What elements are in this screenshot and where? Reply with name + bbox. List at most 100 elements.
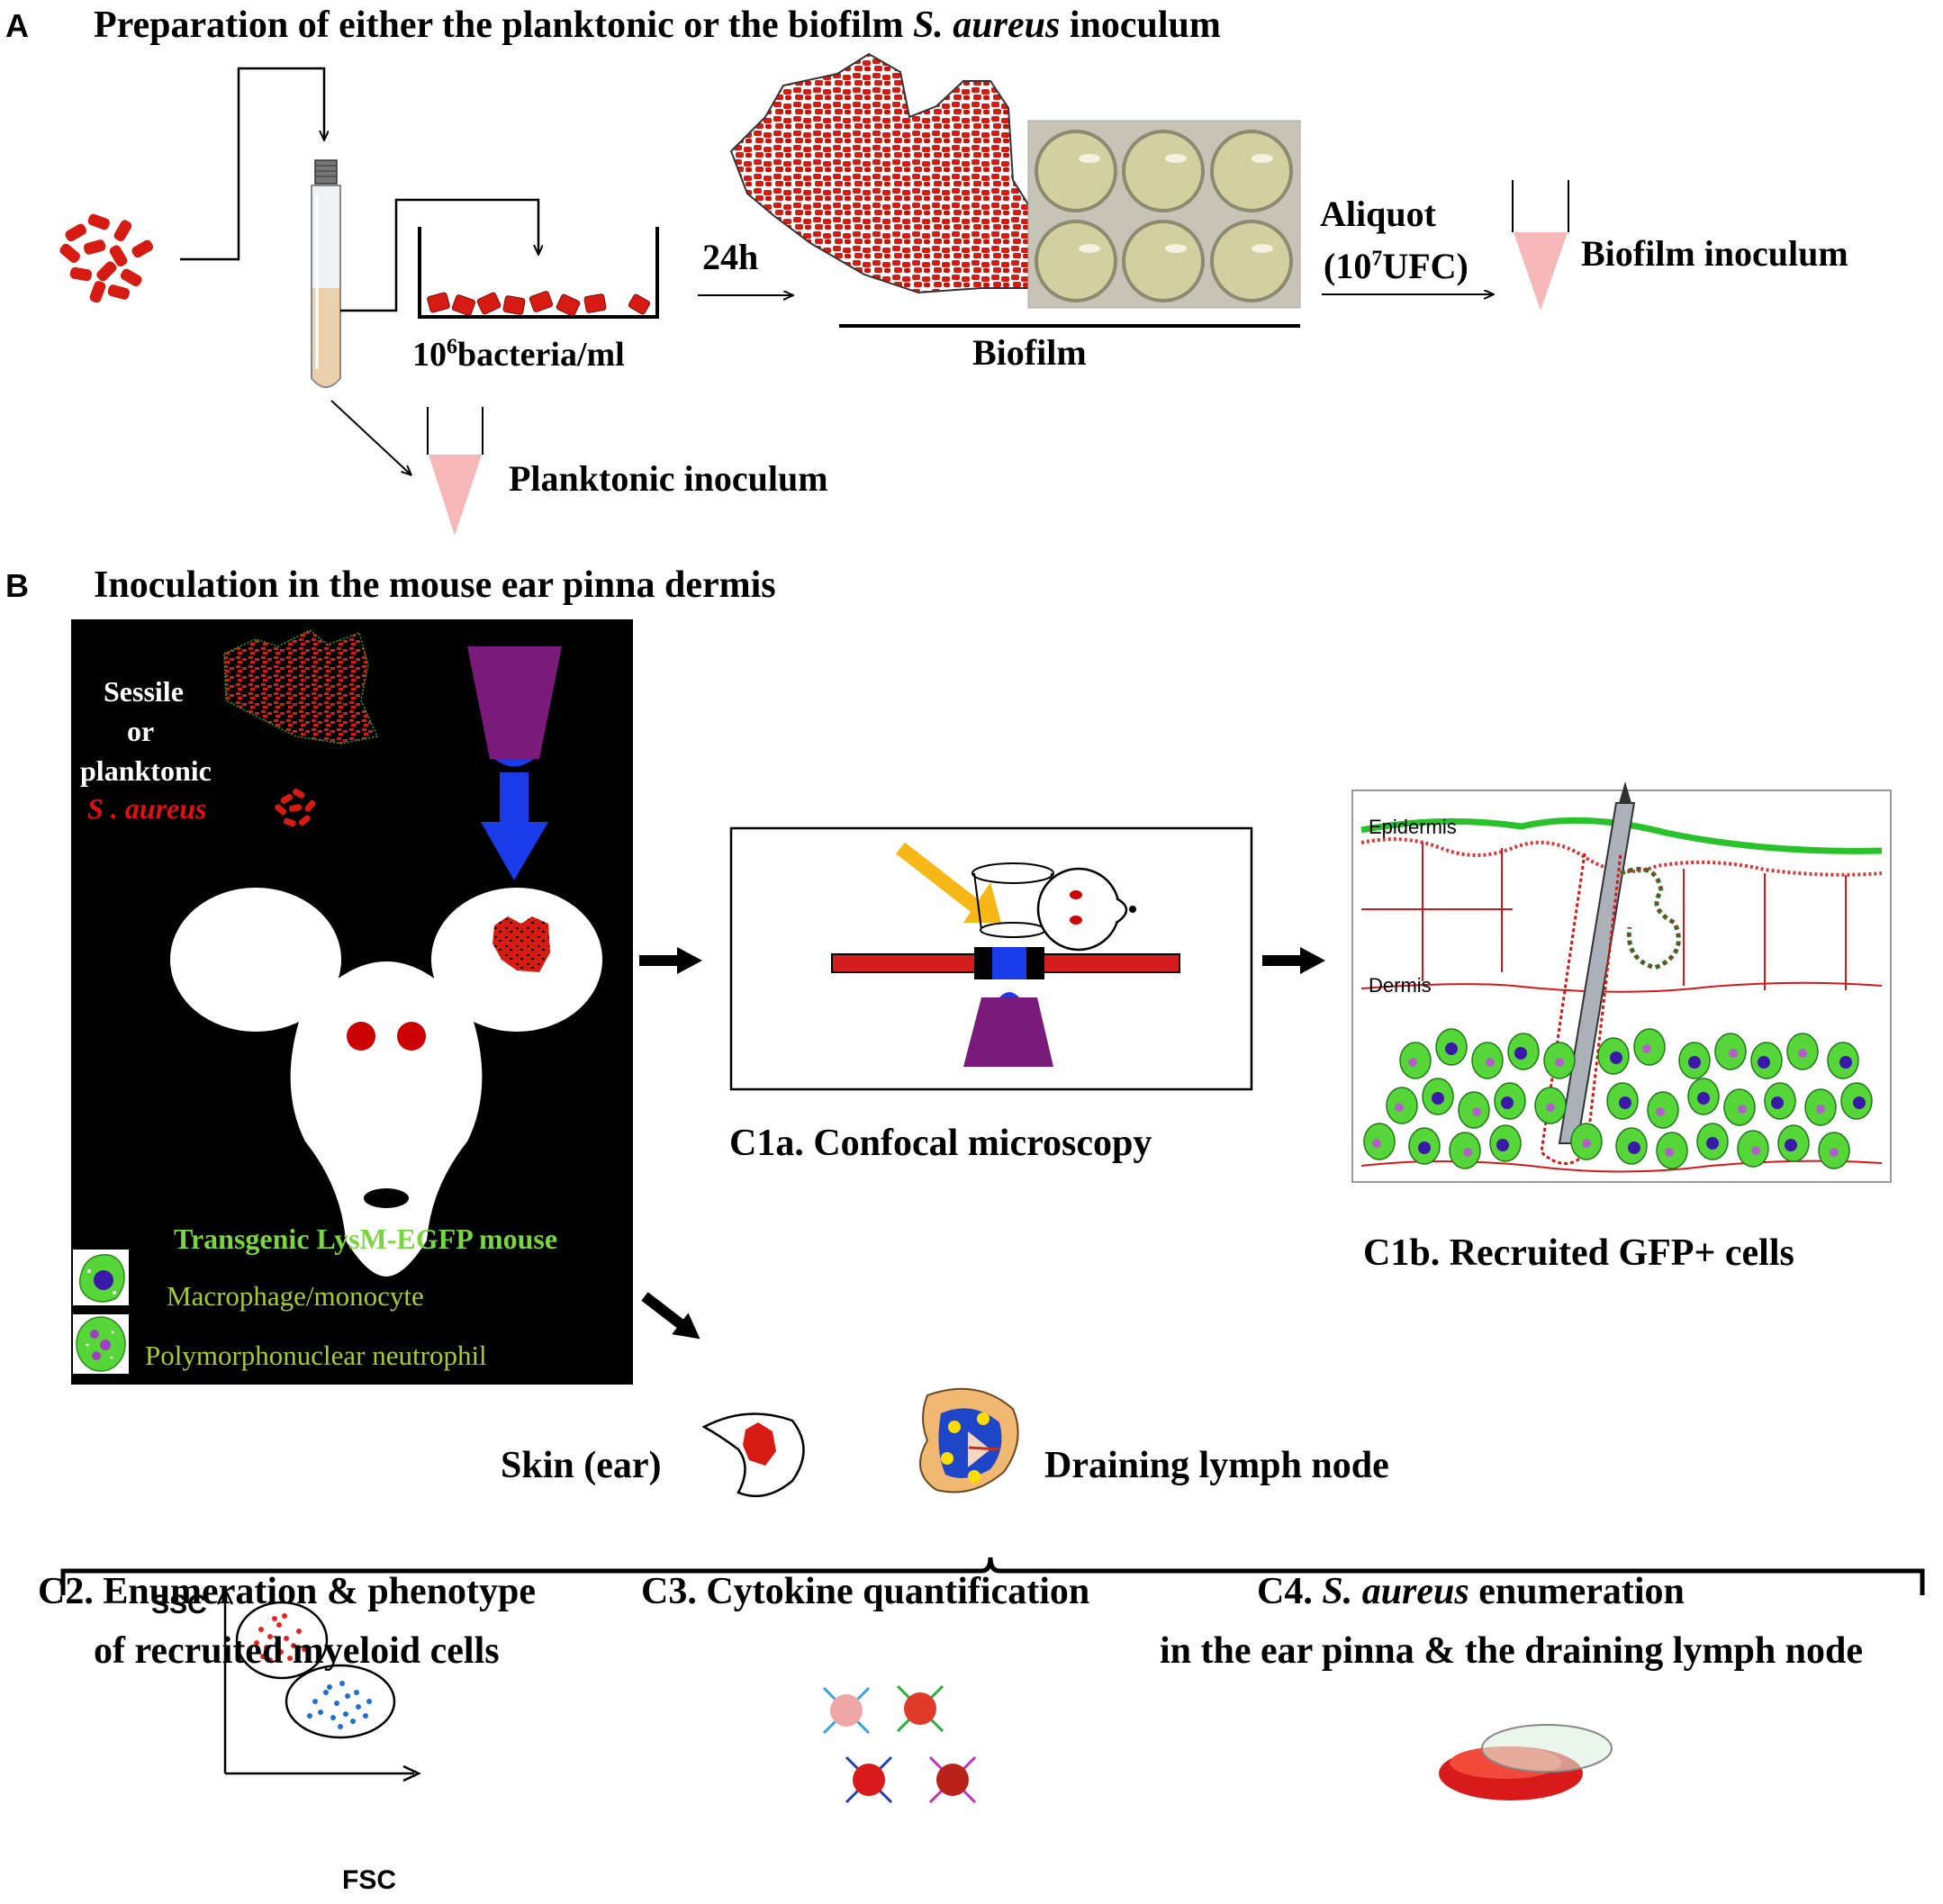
gfp-cell-nucleus xyxy=(1839,1056,1852,1069)
flow-cytometry-plot-icon xyxy=(216,1586,421,1782)
concentration-base: 10 xyxy=(412,336,447,374)
c4-suffix: enumeration xyxy=(1469,1571,1685,1612)
gfp-cell-nucleus xyxy=(1610,1051,1622,1064)
petri-dish-icon xyxy=(1439,1724,1613,1800)
biofilm-label: Biofilm xyxy=(972,332,1087,373)
gfp-cell-nucleus xyxy=(1582,1139,1591,1148)
panel-a-title-species: S. aureus xyxy=(912,5,1061,46)
gfp-cell-nucleus xyxy=(1665,1148,1674,1157)
planktonic-inoculum-label: Planktonic inoculum xyxy=(509,458,828,499)
gfp-cell-nucleus xyxy=(1688,1056,1701,1069)
multiwell-plate-photo xyxy=(1027,120,1301,309)
c1a-label: C1a. Confocal microscopy xyxy=(729,1123,1152,1164)
concentration-label: 106bacteria/ml xyxy=(412,335,625,374)
c4-label-line2: in the ear pinna & the draining lymph no… xyxy=(1160,1630,1864,1672)
lymph-node-icon xyxy=(919,1387,1019,1493)
aliquot-label: Aliquot xyxy=(1320,194,1436,234)
epidermis-label: Epidermis xyxy=(1369,816,1457,838)
c4-prefix: C4. xyxy=(1257,1571,1323,1612)
neutrophil-text: Polymorphonuclear neutrophil xyxy=(145,1340,487,1371)
results-brace xyxy=(60,1557,1925,1595)
skin-ear-sample-icon xyxy=(701,1412,805,1498)
gfp-cell-nucleus xyxy=(1758,1056,1770,1069)
gfp-cell-nucleus xyxy=(1372,1139,1381,1148)
panel-a-title-end: inoculum xyxy=(1060,5,1221,46)
ufc-close: UFC) xyxy=(1382,246,1469,286)
panel-a-diagram xyxy=(59,52,1569,536)
gfp-cell-nucleus xyxy=(1771,1096,1784,1109)
s-aureus-text: S . aureus xyxy=(87,792,207,825)
mouse-diagram xyxy=(73,629,602,1374)
gfp-cell-nucleus xyxy=(1408,1058,1417,1067)
panel-a-title: Preparation of either the planktonic or … xyxy=(94,4,1221,47)
mouse-head-icon xyxy=(170,888,602,1277)
planktonic-bacteria-icon xyxy=(275,789,316,827)
concentration-unit: bacteria/ml xyxy=(457,336,625,374)
gfp-cell-nucleus xyxy=(1555,1058,1564,1067)
gfp-cell-nucleus xyxy=(1445,1042,1458,1055)
dermis-label: Dermis xyxy=(1369,974,1432,997)
c2-label-line2: of recruited myeloid cells xyxy=(94,1630,500,1672)
gfp-cell-nucleus xyxy=(1432,1092,1444,1105)
time-label: 24h xyxy=(702,237,759,277)
ssc-axis-label: SSC xyxy=(151,1590,207,1620)
gfp-cell-nucleus xyxy=(1830,1148,1839,1157)
fsc-axis-label: FSC xyxy=(342,1865,396,1895)
gfp-cell-nucleus xyxy=(1395,1103,1404,1112)
c2-label-line1: C2. Enumeration & phenotype xyxy=(38,1571,537,1612)
gfp-cell-nucleus xyxy=(1729,1049,1738,1058)
c3-label: C3. Cytokine quantification xyxy=(641,1571,1090,1612)
ufc-label: (107UFC) xyxy=(1324,245,1469,287)
gfp-cell-nucleus xyxy=(1656,1107,1665,1116)
biofilm-inoculum-tube-icon xyxy=(1512,180,1569,311)
gfp-cell-nucleus xyxy=(1785,1139,1797,1151)
panel-letter-a: A xyxy=(5,7,29,44)
transgenic-mouse-text: Transgenic LysM-EGFP mouse xyxy=(174,1223,558,1255)
planktonic-inoculum-tube-icon xyxy=(427,407,483,536)
panel-b-title: Inoculation in the mouse ear pinna dermi… xyxy=(94,564,776,606)
panel-letter-b: B xyxy=(5,567,29,604)
gfp-cell-nucleus xyxy=(1546,1103,1555,1112)
gfp-cell-nucleus xyxy=(1738,1105,1747,1114)
confocal-setup-icon xyxy=(729,826,1253,1091)
gfp-cell-nucleus xyxy=(1472,1107,1481,1116)
gfp-cell-nucleus xyxy=(1697,1092,1710,1105)
biofilm-inoculum-label: Biofilm inoculum xyxy=(1581,233,1848,274)
gfp-cell-nucleus xyxy=(1751,1146,1760,1155)
c4-label-line1: C4. S. aureus enumeration xyxy=(1257,1570,1685,1613)
gfp-cell-nucleus xyxy=(1496,1139,1509,1151)
gfp-cell-nucleus xyxy=(1486,1058,1495,1067)
c1b-label: C1b. Recruited GFP+ cells xyxy=(1363,1232,1794,1274)
c4-species: S. aureus xyxy=(1322,1571,1469,1612)
gfp-cell-nucleus xyxy=(1706,1137,1719,1150)
gfp-cell-nucleus xyxy=(1853,1096,1866,1109)
gfp-cell-nucleus xyxy=(1463,1148,1472,1157)
gfp-cell-nucleus xyxy=(1418,1141,1431,1154)
bacteria-cluster-icon xyxy=(59,213,154,303)
cytokine-beads-icon xyxy=(822,1684,977,1804)
gfp-cell-nucleus xyxy=(1619,1096,1631,1109)
gfp-cell-nucleus xyxy=(1628,1141,1640,1154)
gfp-cell-nucleus xyxy=(1514,1047,1527,1060)
macrophage-legend-icon xyxy=(73,1250,129,1305)
gfp-cells-layer xyxy=(1363,1028,1873,1169)
mouse-inoculation-box: Sessile or planktonic S . aureus Transge… xyxy=(71,619,633,1385)
sessile-biofilm-icon xyxy=(223,629,379,744)
neutrophil-legend-icon xyxy=(73,1314,129,1374)
or-text: or xyxy=(127,715,155,747)
planktonic-text: planktonic xyxy=(80,754,212,787)
panel-a-title-start: Preparation of either the planktonic or … xyxy=(94,5,913,46)
objective-lens-icon xyxy=(467,646,562,880)
sessile-text: Sessile xyxy=(104,675,184,708)
ear-biofilm-icon xyxy=(493,916,550,972)
biofilm-mass-icon xyxy=(729,52,1037,294)
ufc-exponent: 7 xyxy=(1371,247,1383,271)
gfp-cell-nucleus xyxy=(1642,1044,1651,1053)
gfp-cell-nucleus xyxy=(1798,1049,1807,1058)
ufc-open: (10 xyxy=(1324,246,1372,286)
lymph-node-label: Draining lymph node xyxy=(1044,1445,1389,1486)
concentration-exponent: 6 xyxy=(447,335,457,359)
culture-tube-icon xyxy=(311,159,341,388)
gfp-cell-nucleus xyxy=(1816,1105,1825,1114)
gfp-cell-nucleus xyxy=(1501,1096,1514,1109)
